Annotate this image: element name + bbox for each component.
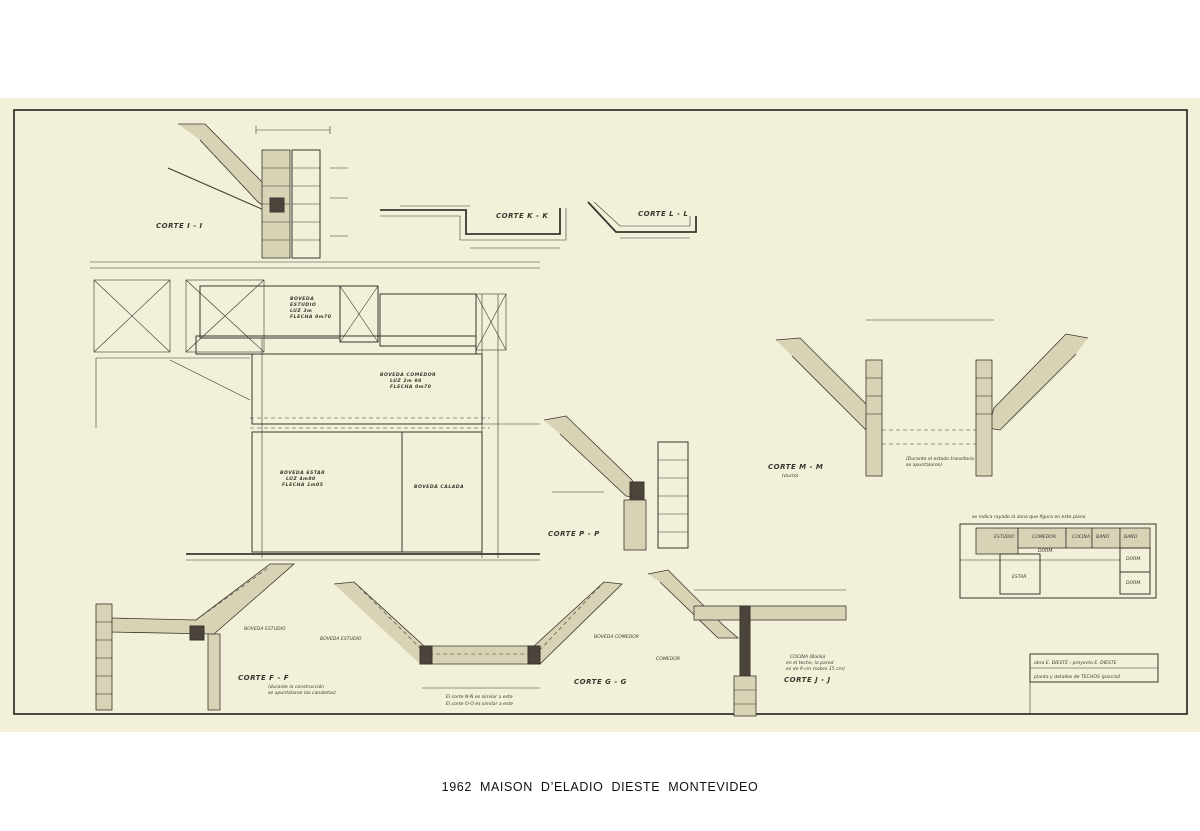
key-room-bano-2: BAÑO (1124, 533, 1138, 540)
key-plan: se indica rayado la zona que figura en e… (959, 514, 1157, 599)
section-mm: CORTE M - M (ducto) (Durante el estado t… (768, 319, 1089, 479)
jj-cocina-2: en el techo, la pared (786, 660, 834, 666)
key-room-comedor: COMEDOR (1032, 534, 1056, 540)
page-caption: 1962 MAISON D’ELADIO DIESTE MONTEVIDEO (441, 780, 759, 794)
mm-note-1: (Durante el estado transitorio (906, 456, 974, 462)
architectural-drawing: CORTE I - I CORTE K - K CORTE L - L (13, 109, 1188, 717)
title-block-line1: obra E. DIESTE ; proyecto E. DIESTE (1034, 660, 1117, 666)
nn-note-1: El corte N-N es similar a este (446, 694, 513, 700)
plan-estudio-2: ESTUDIO (290, 302, 316, 308)
gg-boveda-comedor: BOVEDA COMEDOR (594, 634, 639, 640)
plan-estudio-1: BOVEDA (290, 296, 314, 302)
sheet-border (13, 109, 1188, 715)
key-note: se indica rayado la zona que figura en e… (972, 514, 1086, 520)
section-mm-sub: (ducto) (782, 473, 799, 479)
key-room-bano-1: BAÑO (1096, 533, 1110, 540)
ff-note-1: (durante la construcción (268, 683, 324, 690)
section-ff: CORTE F - F BOVEDA ESTUDIO (durante la c… (95, 563, 336, 711)
plan-comedor-3: FLECHA 0m70 (390, 384, 432, 390)
key-room-estar: ESTAR (1012, 574, 1027, 580)
key-room-dorm-2: DORM. (1126, 580, 1142, 586)
jj-cocina-1: COCINA (Bailio) (790, 654, 826, 660)
gg-boveda-estudio: BOVEDA ESTUDIO (320, 636, 362, 642)
section-jj-title: CORTE J - J (784, 676, 831, 684)
key-room-dorm-3: DORM. (1038, 548, 1054, 554)
jj-comedor: COMEDOR (656, 656, 680, 662)
section-ll: CORTE L - L (587, 201, 697, 239)
key-room-dorm-1: DORM. (1126, 556, 1142, 562)
section-pp: CORTE P - P (543, 415, 689, 551)
plan-estar-3: FLECHA 1m05 (282, 482, 323, 488)
title-block-line2: planta y detalles de TECHOS (parcial) (1033, 674, 1121, 680)
plan-estudio-3: LUZ 3m (290, 308, 312, 314)
nn-note-2: El corte O-O es similar a este (446, 701, 513, 707)
section-kk: CORTE K - K (380, 205, 567, 249)
section-gg: BOVEDA ESTUDIO BOVEDA COMEDOR CORTE G - … (320, 581, 639, 707)
section-ll-title: CORTE L - L (638, 210, 688, 218)
plan-comedor-2: LUZ 2m 90 (390, 378, 422, 384)
section-kk-title: CORTE K - K (496, 212, 548, 220)
key-room-cocina: COCINA (1072, 534, 1090, 540)
section-jj: COMEDOR COCINA (Bailio) en el techo, la … (647, 569, 847, 717)
plan-calada: BOVEDA CALADA (414, 484, 464, 490)
plan-estudio-4: FLECHA 0m70 (290, 314, 332, 320)
section-pp-title: CORTE P - P (548, 530, 600, 538)
roof-plan: BOVEDA ESTUDIO LUZ 3m FLECHA 0m70 BOVEDA… (90, 261, 540, 561)
drawing-sheet: CORTE I - I CORTE K - K CORTE L - L (0, 98, 1200, 732)
section-i-title: CORTE I - I (156, 222, 203, 230)
plan-comedor-1: BOVEDA COMEDOR (380, 372, 436, 378)
jj-cocina-3: es de 9 cm (sobre 15 cm) (786, 666, 845, 672)
plan-estar-1: BOVEDA ESTAR (280, 470, 325, 476)
key-room-estudio: ESTUDIO (994, 534, 1015, 540)
ff-boveda-estudio: BOVEDA ESTUDIO (244, 626, 286, 632)
section-mm-title: CORTE M - M (768, 463, 823, 471)
plan-estar-2: LUZ 4m80 (286, 476, 316, 482)
section-i: CORTE I - I (156, 123, 348, 259)
mm-note-2: se apuntalaron) (906, 462, 943, 468)
section-ff-title: CORTE F - F (238, 674, 289, 682)
section-gg-title: CORTE G - G (574, 678, 627, 686)
ff-note-2: se apuntalaron las canaletas) (268, 690, 336, 696)
title-block: obra E. DIESTE ; proyecto E. DIESTE plan… (1029, 653, 1159, 714)
